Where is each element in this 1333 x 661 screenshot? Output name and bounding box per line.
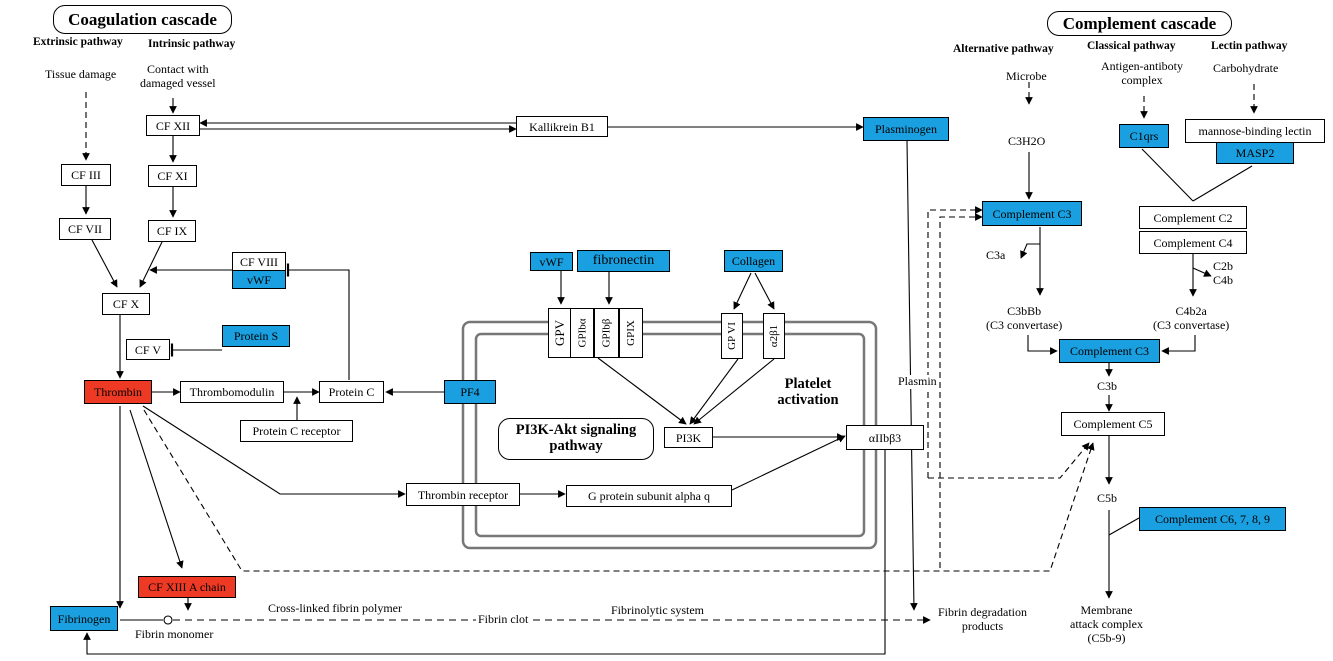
node-cf-xi[interactable]: CF XI bbox=[148, 165, 197, 187]
node-complement-c3-mid[interactable]: Complement C3 bbox=[1059, 339, 1160, 363]
node-complement-c2[interactable]: Complement C2 bbox=[1139, 206, 1247, 229]
receptor-alpha2-beta1[interactable]: α2β1 bbox=[763, 313, 785, 359]
antigen-label-line2: complex bbox=[1121, 72, 1163, 87]
pi3k-akt-pathway-box[interactable]: PI3K-Akt signaling pathway bbox=[498, 418, 654, 460]
node-kallikrein-b1[interactable]: Kallikrein B1 bbox=[516, 116, 608, 137]
c3h2o-label: C3H2O bbox=[1008, 134, 1046, 148]
node-mannose-binding-lectin[interactable]: mannose-binding lectin bbox=[1185, 119, 1325, 143]
mac-label-line3: (C5b-9) bbox=[1087, 630, 1126, 645]
fibrin-clot-label: Fibrin clot bbox=[476, 612, 531, 627]
node-cf-vii[interactable]: CF VII bbox=[59, 218, 111, 240]
node-thrombin-receptor[interactable]: Thrombin receptor bbox=[406, 483, 520, 506]
node-complement-c6-7-8-9[interactable]: Complement C6, 7, 8, 9 bbox=[1139, 507, 1286, 531]
node-fibronectin[interactable]: fibronectin bbox=[577, 250, 670, 272]
receptor-alpha2-beta1-label: α2β1 bbox=[768, 324, 780, 348]
c5b-label: C5b bbox=[1097, 491, 1118, 505]
platelet-activation-line2: activation bbox=[777, 391, 839, 408]
node-cf-iii[interactable]: CF III bbox=[61, 164, 111, 186]
receptor-gpib-beta[interactable]: GPIbβ bbox=[594, 308, 619, 358]
c3bbb-label: C3bBb (C3 convertase) bbox=[986, 304, 1063, 333]
microbe-label: Microbe bbox=[1006, 69, 1047, 83]
node-thrombin[interactable]: Thrombin bbox=[84, 380, 152, 404]
node-alpha-iib-beta3[interactable]: αIIbβ3 bbox=[846, 425, 924, 450]
lectin-pathway-header: Lectin pathway bbox=[1211, 40, 1288, 52]
intrinsic-pathway-header: Intrinsic pathway bbox=[148, 38, 236, 50]
node-complement-c5[interactable]: Complement C5 bbox=[1061, 412, 1165, 436]
node-fibrinogen[interactable]: Fibrinogen bbox=[50, 606, 118, 631]
node-cf-ix[interactable]: CF IX bbox=[148, 220, 196, 242]
node-pf4[interactable]: PF4 bbox=[444, 380, 496, 404]
c4b2a-label-line2: (C3 convertase) bbox=[1153, 317, 1230, 332]
node-g-protein-alpha-q[interactable]: G protein subunit alpha q bbox=[566, 485, 732, 507]
node-plasminogen[interactable]: Plasminogen bbox=[863, 117, 949, 141]
fdp-label-line1: Fibrin degradation bbox=[938, 605, 1027, 619]
node-vwf-coagulation[interactable]: vWF bbox=[232, 270, 286, 289]
c4b-label: C4b bbox=[1213, 272, 1234, 287]
node-protein-s[interactable]: Protein S bbox=[222, 325, 290, 347]
c3bbb-label-line2: (C3 convertase) bbox=[986, 317, 1063, 332]
c3bbb-label-line1: C3bBb bbox=[1007, 304, 1042, 318]
receptor-gpvi-label: GP VI bbox=[726, 322, 738, 350]
tissue-damage-label: Tissue damage bbox=[45, 67, 117, 81]
node-vwf-platelet[interactable]: vWF bbox=[530, 252, 573, 271]
receptor-gpib-beta-label: GPIbβ bbox=[600, 318, 613, 348]
node-cf-xiii-a-chain[interactable]: CF XIII A chain bbox=[138, 576, 236, 598]
mac-label-line1: Membrane bbox=[1080, 603, 1133, 617]
contact-label-line2: damaged vessel bbox=[140, 75, 216, 90]
receptor-gpib-alpha[interactable]: GPIbα bbox=[570, 308, 594, 358]
fibrinolytic-system-label: Fibrinolytic system bbox=[611, 603, 704, 617]
receptor-gpib-alpha-label: GPIbα bbox=[576, 318, 588, 348]
contact-label: Contact with damaged vessel bbox=[140, 62, 216, 91]
receptor-gpvi[interactable]: GP VI bbox=[721, 313, 743, 359]
carbohydrate-label: Carbohydrate bbox=[1213, 61, 1279, 75]
node-complement-c3-top[interactable]: Complement C3 bbox=[982, 201, 1082, 226]
c3b-label: C3b bbox=[1097, 379, 1118, 393]
node-c1qrs[interactable]: C1qrs bbox=[1119, 124, 1169, 148]
mac-label-line2: attack complex bbox=[1070, 616, 1143, 631]
c4b2a-label-line1: C4b2a bbox=[1175, 304, 1207, 318]
plasmin-label: Plasmin bbox=[898, 374, 937, 389]
node-masp2[interactable]: MASP2 bbox=[1216, 142, 1294, 164]
platelet-activation-line1: Platelet bbox=[784, 376, 832, 392]
c3a-label: C3a bbox=[986, 248, 1006, 262]
membrane-attack-complex-label: Membrane attack complex (C5b-9) bbox=[1070, 603, 1143, 645]
extrinsic-pathway-header: Extrinsic pathway bbox=[33, 36, 123, 48]
complement-cascade-title: Complement cascade bbox=[1047, 11, 1232, 36]
fibrin-degradation-products-label: Fibrin degradation products bbox=[938, 605, 1027, 634]
fibrin-monomer-label: Fibrin monomer bbox=[135, 627, 214, 641]
node-collagen[interactable]: Collagen bbox=[724, 250, 783, 272]
receptor-gpix-label: GPIX bbox=[625, 320, 638, 346]
classical-pathway-header: Classical pathway bbox=[1087, 40, 1176, 52]
node-protein-c-receptor[interactable]: Protein C receptor bbox=[240, 420, 353, 442]
receptor-gpv[interactable]: GPV bbox=[548, 308, 571, 358]
coagulation-cascade-title: Coagulation cascade bbox=[53, 5, 232, 34]
node-complement-c4[interactable]: Complement C4 bbox=[1139, 231, 1247, 254]
c4b2a-label: C4b2a (C3 convertase) bbox=[1153, 304, 1230, 333]
fdp-label-line2: products bbox=[961, 618, 1004, 633]
pi3k-akt-pathway-line2: pathway bbox=[549, 438, 603, 454]
node-pi3k[interactable]: PI3K bbox=[664, 427, 713, 448]
c2b-label: C2b bbox=[1213, 259, 1234, 273]
contact-label-line1: Contact with bbox=[146, 62, 209, 76]
node-thrombomodulin[interactable]: Thrombomodulin bbox=[180, 381, 284, 403]
platelet-activation-label[interactable]: Platelet activation bbox=[764, 376, 852, 409]
receptor-gpv-label: GPV bbox=[551, 319, 567, 347]
pi3k-akt-pathway-line1: PI3K-Akt signaling bbox=[515, 422, 637, 439]
node-cf-viii[interactable]: CF VIII bbox=[232, 252, 286, 271]
node-cf-xii[interactable]: CF XII bbox=[146, 115, 200, 136]
receptor-gpix[interactable]: GPIX bbox=[619, 308, 643, 358]
c2b-c4b-label: C2b C4b bbox=[1213, 259, 1234, 288]
node-protein-c[interactable]: Protein C bbox=[319, 381, 384, 403]
node-cf-v[interactable]: CF V bbox=[126, 339, 170, 360]
alternative-pathway-header: Alternative pathway bbox=[953, 43, 1054, 55]
antigen-label-line1: Antigen-antiboty bbox=[1101, 59, 1183, 73]
cross-linked-fibrin-label: Cross-linked fibrin polymer bbox=[268, 601, 402, 615]
antigen-antibody-label: Antigen-antiboty complex bbox=[1101, 59, 1183, 88]
node-cf-x[interactable]: CF X bbox=[102, 293, 150, 315]
